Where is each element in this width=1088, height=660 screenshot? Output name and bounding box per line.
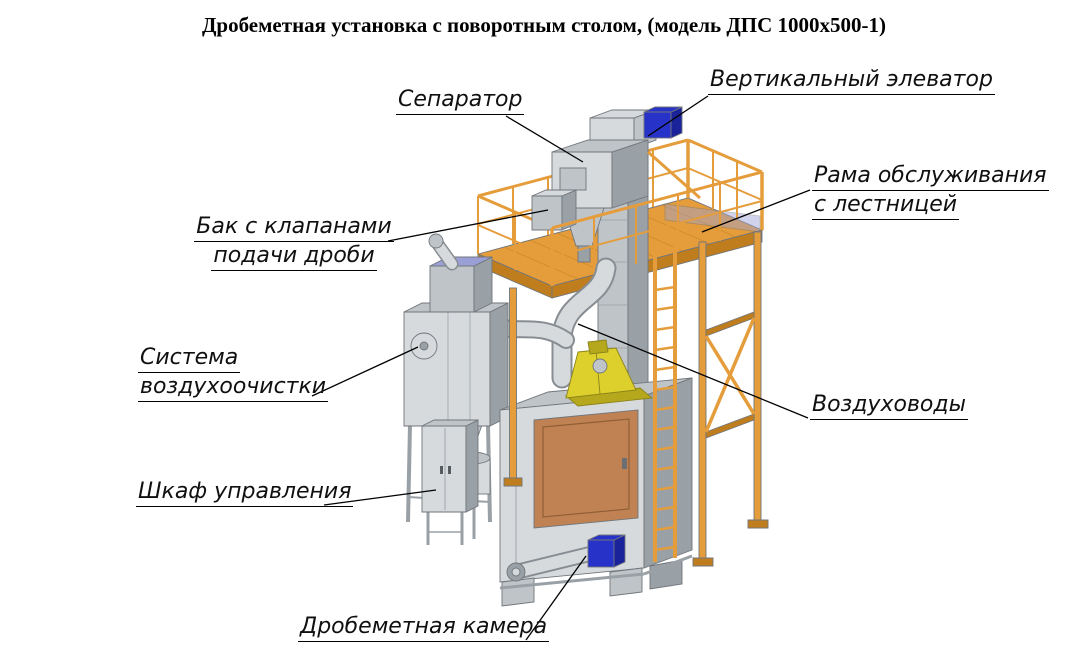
leader-blast-chamber: [525, 555, 587, 641]
callout-air-ducts: Воздуховоды: [810, 391, 968, 420]
frame-brace-2: [704, 317, 756, 433]
leader-air-cleaning: [311, 346, 419, 397]
door-handle: [622, 458, 627, 469]
control-cabinet-unit: [421, 419, 479, 545]
leader-lines: [311, 95, 811, 641]
leader-control-cabinet: [323, 489, 437, 506]
callout-vertical-elevator: Вертикальный элеватор: [708, 66, 995, 95]
ladder-rungs: [654, 285, 676, 552]
collector-top-unit: [429, 265, 475, 313]
separator-hatch: [559, 167, 587, 191]
callout-service-frame-line2: с лестницей: [812, 191, 960, 220]
cabinet-handle: [440, 466, 443, 474]
callout-shot-feed-tank: Бак с клапанами подачи дроби: [192, 213, 396, 271]
chamber-door: [533, 409, 639, 529]
callout-air-cleaning-line2: воздухоочистки: [138, 373, 329, 402]
cabinet-body: [421, 425, 467, 513]
cabinet-legs: [426, 506, 476, 545]
callout-service-frame: Рама обслуживания с лестницей: [812, 162, 1049, 220]
callout-control-cabinet-text: Шкаф управления: [136, 478, 354, 507]
page-title: Дробеметная установка с поворотным столо…: [201, 13, 887, 37]
leader-air-ducts: [577, 323, 809, 419]
callout-shot-feed-tank-line1: Бак с клапанами: [194, 213, 394, 242]
ladder: [653, 242, 677, 562]
callout-separator-text: Сепаратор: [396, 86, 525, 115]
chamber-foot-mid: [609, 567, 643, 597]
drive-hub: [592, 358, 608, 374]
collector-body: [403, 311, 491, 427]
callout-separator: Сепаратор: [396, 86, 525, 115]
callout-air-ducts-text: Воздуховоды: [810, 391, 968, 420]
rotary-table-drive: [564, 339, 654, 407]
chamber-foot-left: [501, 577, 535, 607]
callout-blast-chamber: Дробеметная камера: [298, 613, 550, 642]
frame-crossbeam-lower: [705, 413, 755, 439]
frame-post-back-right: [753, 231, 762, 523]
callout-service-frame-line1: Рама обслуживания: [812, 162, 1049, 191]
elevator-motor: [643, 106, 683, 139]
platform-railing-front: [550, 170, 763, 286]
callout-vertical-elevator-text: Вертикальный элеватор: [708, 66, 995, 95]
frame-top-brace: [647, 150, 701, 200]
leader-separator: [505, 115, 584, 163]
leader-shot-feed-tank: [387, 209, 549, 242]
callout-air-cleaning-line1: Система: [138, 344, 241, 373]
frame-posts: [503, 150, 769, 567]
chamber-right: [643, 377, 693, 569]
callout-shot-feed-tank-line2: подачи дроби: [211, 242, 377, 271]
leader-vertical-elevator: [647, 95, 709, 137]
callout-control-cabinet: Шкаф управления: [136, 478, 354, 507]
conveyor-motor: [587, 534, 626, 568]
deck-violet-panel: [664, 203, 761, 233]
air-cleaning-unit: [403, 233, 509, 523]
callout-air-cleaning-system: Система воздухоочистки: [138, 344, 329, 402]
frame-post-left: [509, 287, 517, 481]
shot-feed-tank-unit: [531, 189, 577, 231]
callout-blast-chamber-text: Дробеметная камера: [298, 613, 550, 642]
leader-service-frame: [701, 189, 811, 233]
collector-inlet-elbow: [428, 233, 444, 249]
frame-post-front-right: [698, 241, 707, 561]
